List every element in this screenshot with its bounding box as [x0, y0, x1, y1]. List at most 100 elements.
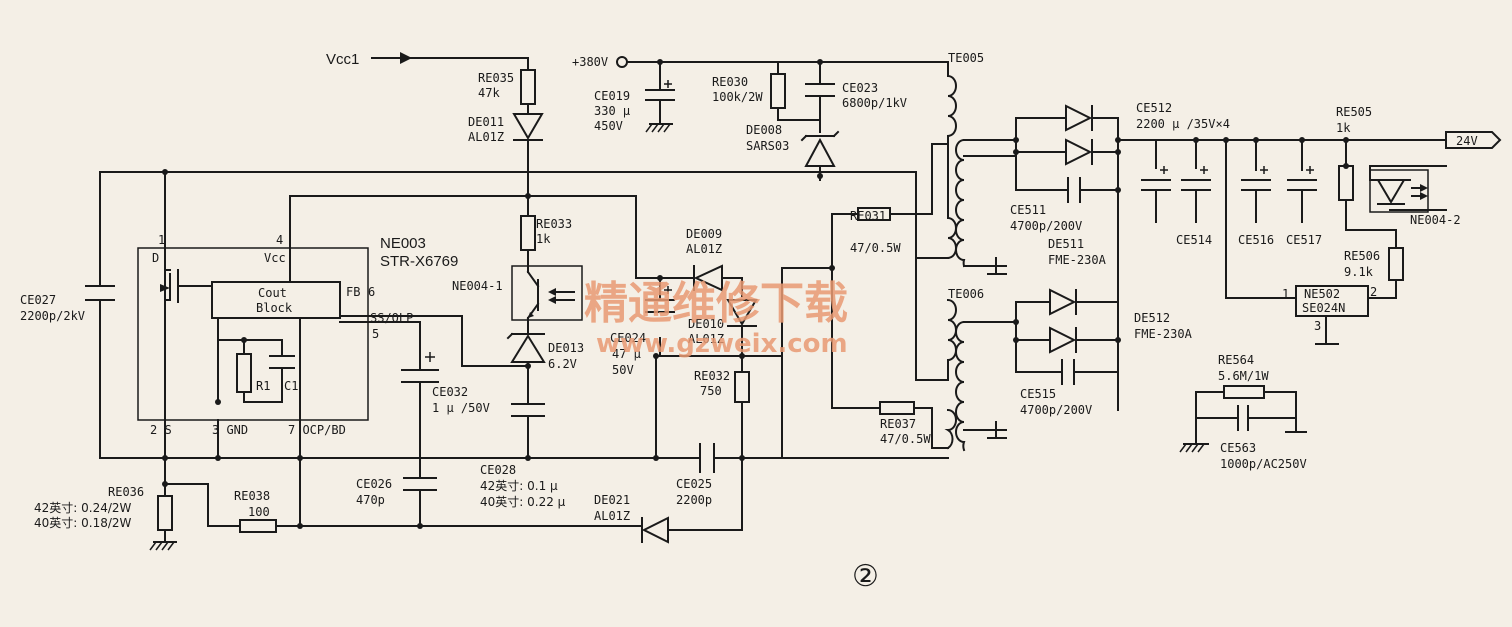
ne003-part: STR-X6769	[380, 253, 458, 270]
ne004-2-label: NE004-2	[1410, 213, 1461, 227]
ne502-part: SE024N	[1302, 301, 1345, 315]
re030-label: RE030	[712, 75, 748, 89]
re564-resistor-icon	[1223, 385, 1265, 399]
ce024-voltage: 50V	[612, 363, 634, 377]
ce027-value: 2200p/2kV	[20, 309, 85, 323]
ce026-label: CE026	[356, 477, 392, 491]
ce512-value: 2200 μ /35V×4	[1136, 117, 1230, 131]
ce023-capacitor-icon	[805, 83, 835, 97]
de009-value: AL01Z	[686, 242, 722, 256]
vcc1-label: Vcc1	[326, 51, 359, 68]
de009-diode-icon	[693, 264, 723, 292]
re564-label: RE564	[1218, 353, 1254, 367]
re031-resistor-icon	[857, 207, 891, 221]
transformer-ground-icon	[987, 257, 1007, 439]
component-labels: Vcc1 +380V RE035 47k DE011 AL01Z CE019 3…	[20, 51, 1478, 594]
re035-label: RE035	[478, 71, 514, 85]
pin-d-label: D	[152, 251, 159, 265]
re033-label: RE033	[536, 217, 572, 231]
de010-label: DE010	[688, 317, 724, 331]
mosfet-icon	[160, 269, 179, 303]
de010-value: AL01Z	[688, 332, 724, 346]
re037-value: 47/0.5W	[880, 432, 931, 446]
ce515-capacitor-icon	[1061, 359, 1075, 385]
vcc1-arrow-icon	[383, 52, 412, 64]
ce511-capacitor-icon	[1067, 177, 1081, 203]
ce025-value: 2200p	[676, 493, 712, 507]
re036-value-42: 42英寸: 0.24/2W	[34, 501, 132, 515]
v380-terminal-icon	[616, 56, 628, 68]
de512-diode-icon	[1049, 288, 1077, 354]
ce025-label: CE025	[676, 477, 712, 491]
ne004-1-optocoupler-icon	[511, 265, 583, 321]
de008-label: DE008	[746, 123, 782, 137]
ce511-value: 4700p/200V	[1010, 219, 1082, 233]
re038-value: 100	[248, 505, 270, 519]
ce028-value-40: 40英寸: 0.22 μ	[480, 495, 566, 509]
ne502-label: NE502	[1304, 287, 1340, 301]
ce019-value: 330 μ	[594, 104, 630, 118]
ce023-value: 6800p/1kV	[842, 96, 907, 110]
re032-label: RE032	[694, 369, 730, 383]
r1-resistor-icon	[236, 353, 252, 393]
re505-resistor-icon	[1338, 165, 1354, 201]
de021-value: AL01Z	[594, 509, 630, 523]
re035-value: 47k	[478, 86, 500, 100]
re037-resistor-icon	[879, 401, 915, 415]
ce024-label: CE024	[610, 331, 646, 345]
re032-value: 750	[700, 384, 722, 398]
ce516-capacitor-icon	[1241, 166, 1271, 191]
de511-label: DE511	[1048, 237, 1084, 251]
de008-value: SARS03	[746, 139, 789, 153]
re036-value-40: 40英寸: 0.18/2W	[34, 516, 132, 530]
re036-label: RE036	[108, 485, 144, 499]
re506-resistor-icon	[1388, 247, 1404, 281]
vcc-label: Vcc	[264, 251, 286, 265]
pin3-label: 3 GND	[212, 423, 248, 437]
ce032-capacitor-icon	[401, 352, 439, 383]
ce514-label: CE514	[1176, 233, 1212, 247]
fb-label: FB	[346, 285, 360, 299]
re033-resistor-icon	[520, 215, 536, 251]
ce025-capacitor-icon	[699, 443, 715, 473]
de011-label: DE011	[468, 115, 504, 129]
re035-resistor-icon	[520, 69, 536, 105]
pin2-label: 2 S	[150, 423, 172, 437]
ce511-label: CE511	[1010, 203, 1046, 217]
ne502-pin2: 2	[1370, 285, 1377, 299]
ce563-value: 1000p/AC250V	[1220, 457, 1307, 471]
output-24v-label: 24V	[1456, 134, 1478, 148]
ce514-capacitor-icon	[1181, 166, 1211, 191]
ce515-label: CE515	[1020, 387, 1056, 401]
pin4-label: 4	[276, 233, 283, 247]
pin1-label: 1	[158, 233, 165, 247]
re037-label: RE037	[880, 417, 916, 431]
ce516-label: CE516	[1238, 233, 1274, 247]
ce027-capacitor-icon	[85, 285, 115, 301]
ce517-capacitor-icon	[1287, 166, 1317, 191]
ce563-label: CE563	[1220, 441, 1256, 455]
v380-label: +380V	[572, 55, 608, 69]
ce024-capacitor-icon	[645, 286, 675, 313]
pin6-label: 6	[368, 285, 375, 299]
ce032-label: CE032	[432, 385, 468, 399]
de008-diode-icon	[800, 130, 840, 167]
ne004-1-label: NE004-1	[452, 279, 503, 293]
ce023-label: CE023	[842, 81, 878, 95]
ce028-value-42: 42英寸: 0.1 μ	[480, 479, 558, 493]
re506-label: RE506	[1344, 249, 1380, 263]
c1-capacitor-icon	[269, 355, 295, 369]
ground-icon	[645, 123, 673, 133]
junction-dots	[162, 59, 1349, 529]
re031-value: 47/0.5W	[850, 241, 901, 255]
re030-resistor-icon	[770, 73, 786, 109]
ne003-label: NE003	[380, 235, 426, 252]
ne502-ic-icon	[1295, 285, 1369, 317]
r1-label: R1	[256, 379, 270, 393]
de512-label: DE512	[1134, 311, 1170, 325]
watermark-cn: 精通维修下载	[584, 278, 848, 329]
ce026-value: 470p	[356, 493, 385, 507]
ce024-value: 47 μ	[612, 347, 641, 361]
ne502-pin3: 3	[1314, 319, 1321, 333]
